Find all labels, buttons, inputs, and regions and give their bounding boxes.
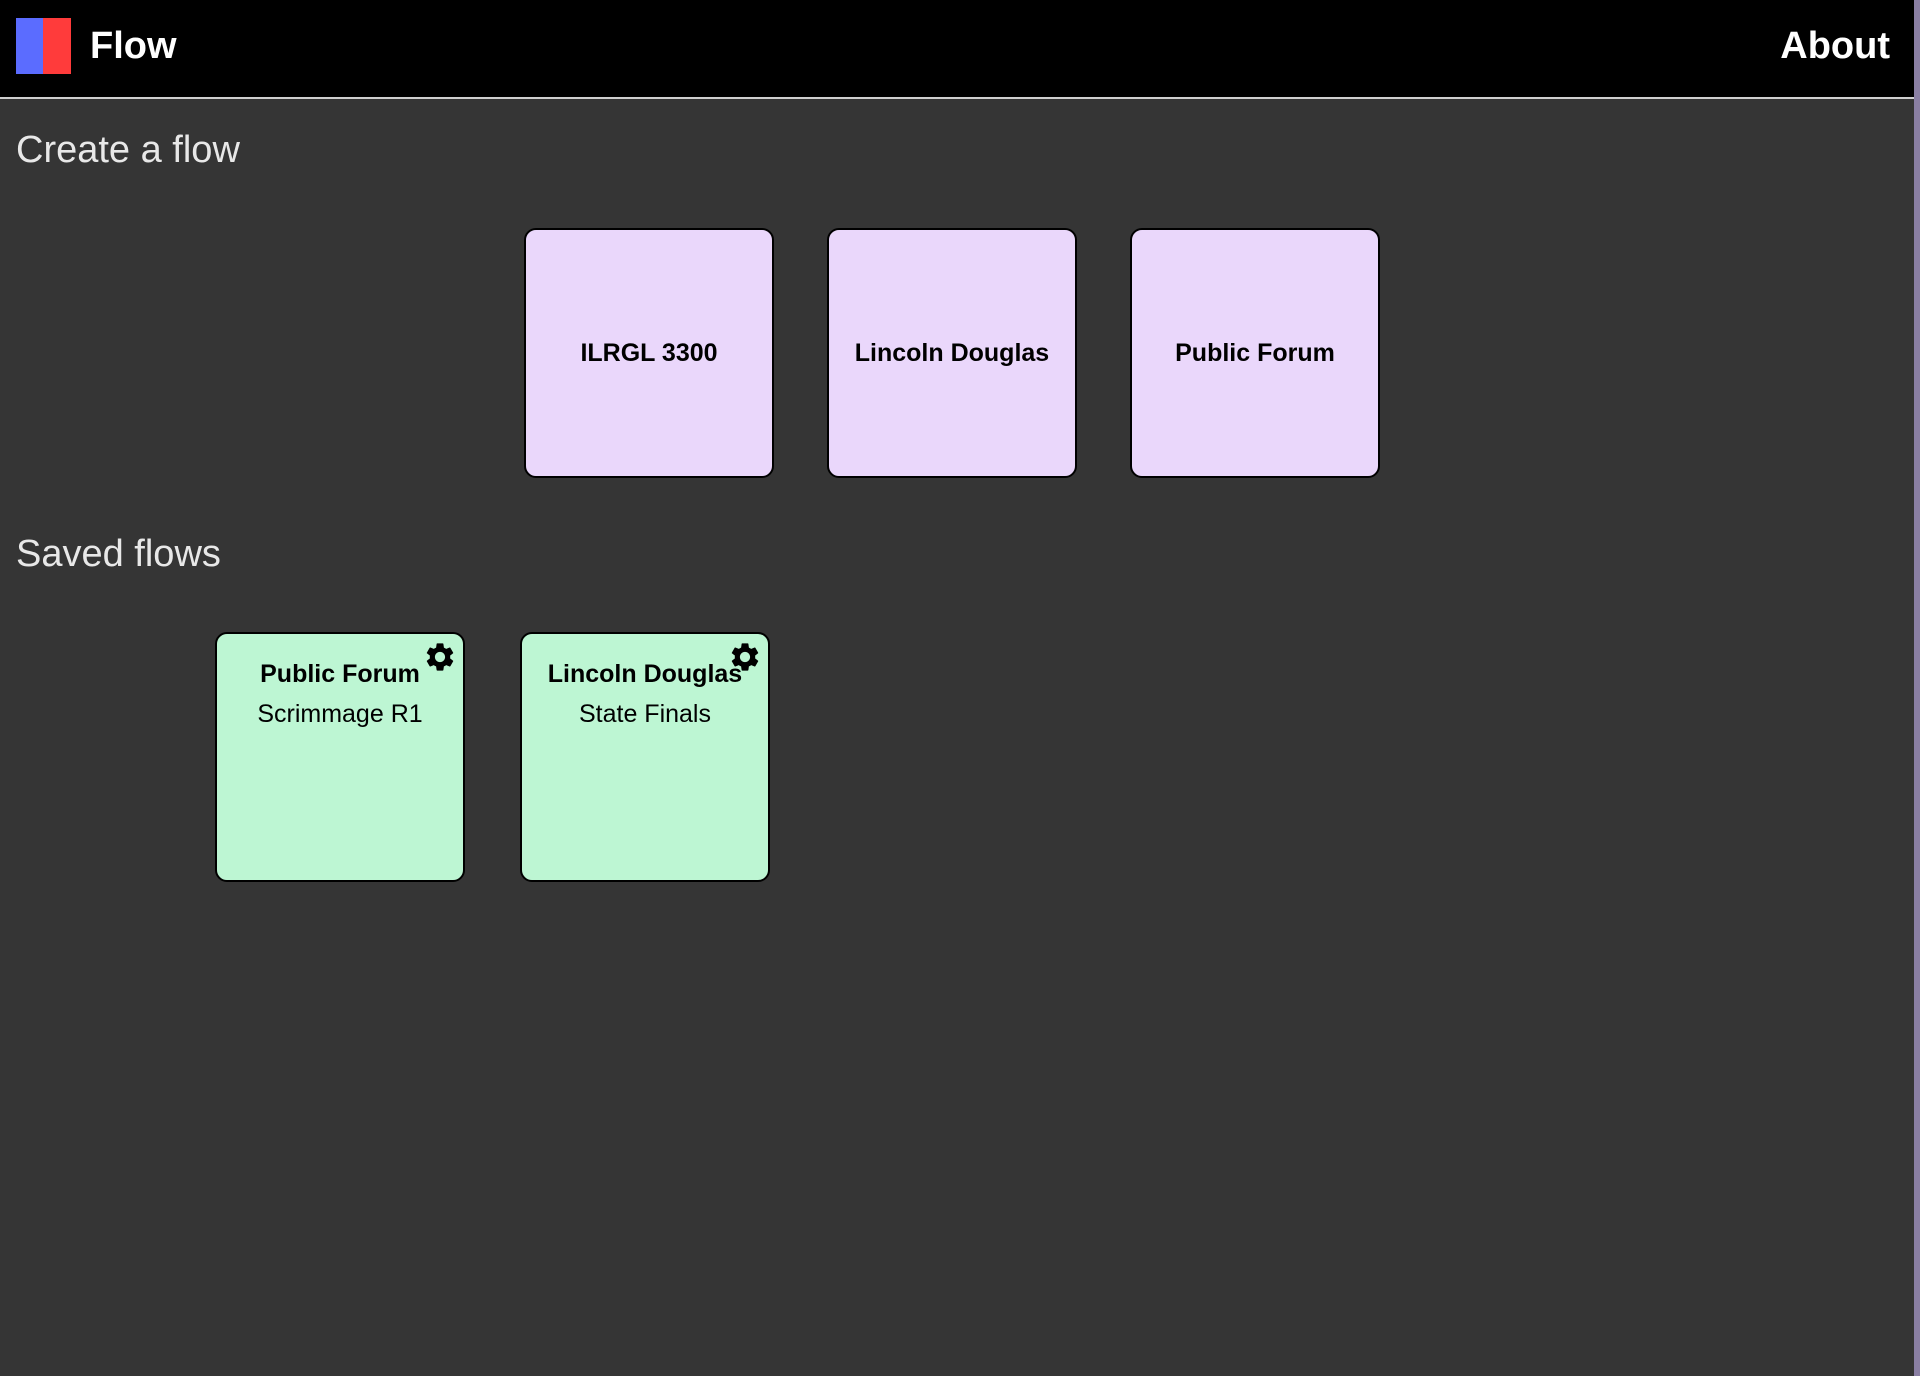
window-edge <box>1914 0 1920 1376</box>
logo-blue-half <box>16 18 43 74</box>
create-flow-heading: Create a flow <box>16 129 240 171</box>
logo-red-half <box>43 18 71 74</box>
about-link[interactable]: About <box>1780 25 1890 67</box>
top-navigation-bar: Flow About <box>0 0 1914 99</box>
saved-flow-title: Lincoln Douglas <box>547 660 743 688</box>
create-flow-card-label: ILRGL 3300 <box>580 338 718 367</box>
saved-flow-card[interactable]: Lincoln Douglas State Finals <box>520 632 770 882</box>
gear-icon[interactable] <box>423 640 457 674</box>
saved-flow-card[interactable]: Public Forum Scrimmage R1 <box>215 632 465 882</box>
saved-flows-heading: Saved flows <box>16 533 221 575</box>
create-flow-card-ilrgl-3300[interactable]: ILRGL 3300 <box>524 228 774 478</box>
app-logo <box>16 18 71 74</box>
create-flow-card-label: Lincoln Douglas <box>854 338 1050 367</box>
create-flow-card-label: Public Forum <box>1175 338 1335 367</box>
create-flow-card-public-forum[interactable]: Public Forum <box>1130 228 1380 478</box>
app-title: Flow <box>90 25 177 67</box>
gear-icon[interactable] <box>728 640 762 674</box>
saved-flow-subtitle: Scrimmage R1 <box>257 700 423 728</box>
create-flow-card-lincoln-douglas[interactable]: Lincoln Douglas <box>827 228 1077 478</box>
saved-flow-subtitle: State Finals <box>578 700 711 728</box>
saved-flow-title: Public Forum <box>260 660 420 688</box>
